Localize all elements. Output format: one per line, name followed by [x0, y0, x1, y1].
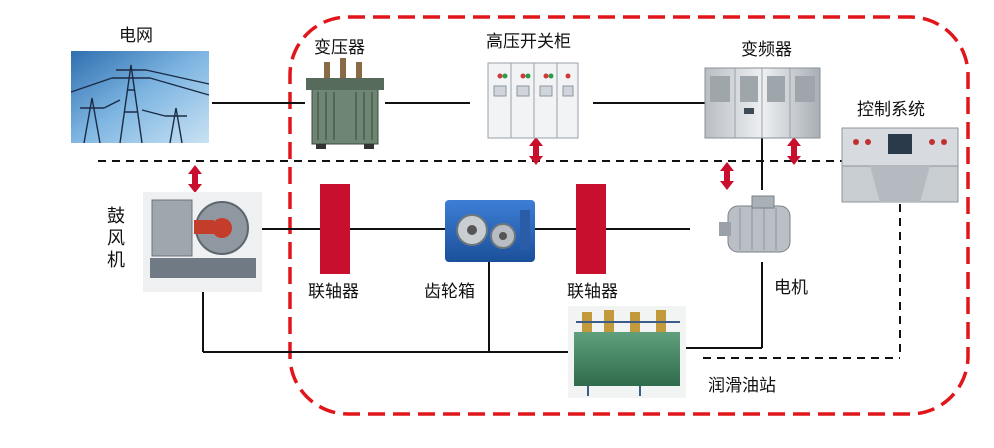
gearbox-icon [445, 200, 535, 262]
motor-label: 电机 [774, 278, 808, 298]
coupling-left-label: 联轴器 [308, 282, 359, 302]
double-arrow-icon [529, 137, 543, 165]
blower-label-char: 机 [107, 250, 125, 271]
blower-label-char: 鼓 [107, 206, 125, 227]
motor-icon [716, 195, 796, 258]
blower-label-char: 风 [107, 228, 125, 249]
transformer-label: 变压器 [314, 38, 365, 58]
coupling-right-label: 联轴器 [567, 282, 618, 302]
switchgear-cabinet-icon [487, 62, 579, 139]
signal-arrows [188, 137, 801, 193]
grid-label: 电网 [119, 26, 153, 46]
lube-station-icon [568, 306, 686, 398]
control-console-icon [841, 127, 959, 203]
lube-station-label: 润滑油站 [708, 376, 776, 396]
control-system-label: 控制系统 [857, 100, 925, 120]
power-tower-icon [70, 51, 210, 144]
scope-boundary [288, 15, 970, 416]
double-arrow-icon [787, 137, 801, 165]
blower-icon [143, 192, 262, 292]
control-lines [98, 160, 901, 359]
coupling-right-icon [576, 184, 606, 274]
hv-switchgear-label: 高压开关柜 [486, 32, 571, 52]
blower-label: 鼓 风 机 [105, 206, 127, 272]
connection-lines [202, 102, 763, 353]
double-arrow-icon [188, 165, 202, 193]
coupling-left-icon [320, 184, 350, 274]
double-arrow-icon [720, 162, 734, 190]
inverter-cabinet-icon [704, 67, 821, 139]
gearbox-label: 齿轮箱 [424, 282, 475, 302]
transformer-icon [306, 58, 384, 149]
inverter-label: 变频器 [741, 40, 792, 60]
